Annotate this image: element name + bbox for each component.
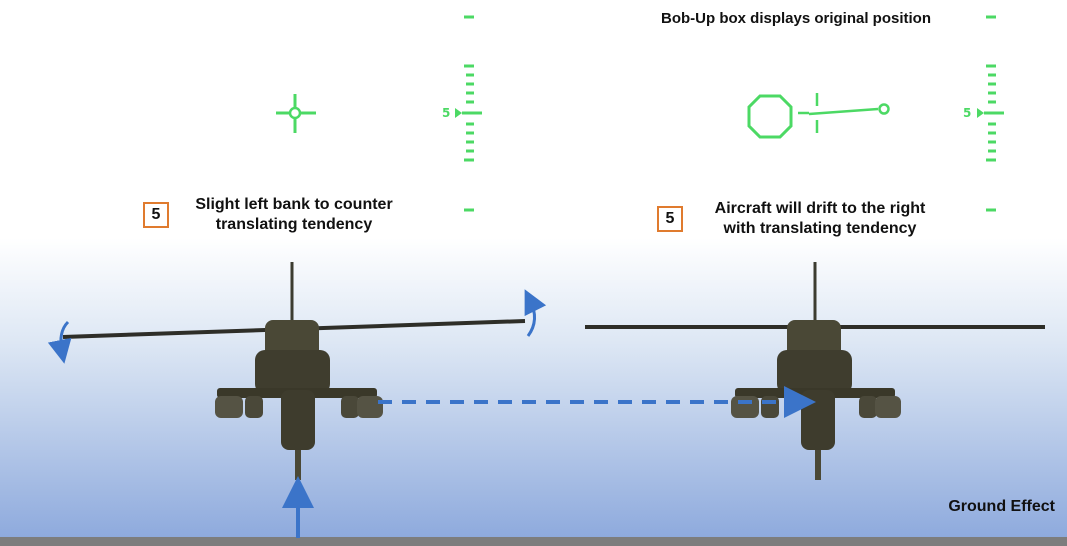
ground-effect-background (0, 238, 1067, 538)
right-caption-line2: with translating tendency (723, 220, 917, 237)
right-caption-line1: Aircraft will drift to the right (714, 200, 926, 217)
helicopter-icon (585, 262, 1045, 480)
right-scale-label: 5 (963, 106, 972, 120)
left-caption-line1: Slight left bank to counter (195, 196, 393, 213)
ground-effect-label: Ground Effect (948, 498, 1055, 515)
left-scale-pointer-icon (455, 108, 462, 118)
left-caption-line2: translating tendency (215, 216, 373, 233)
left-caption: Slight left bank to counter translating … (180, 195, 408, 235)
bob-up-caption: Bob-Up box displays original position (661, 10, 932, 27)
ground-strip (0, 537, 1067, 546)
rotation-arrow-icon (47, 320, 72, 364)
left-scale-label: 5 (442, 106, 451, 120)
bob-up-box-icon (747, 94, 793, 139)
right-caption: Aircraft will drift to the right with tr… (694, 199, 946, 239)
crosshair-icon (798, 93, 890, 133)
rotation-arrow-icon (524, 289, 547, 337)
left-altitude-scale (462, 15, 482, 212)
helicopter-icon (62, 262, 526, 480)
right-altitude-scale (984, 15, 1004, 212)
right-scale-pointer-icon (977, 108, 984, 118)
crosshair-icon (276, 94, 316, 133)
step-badge-right: 5 (657, 206, 683, 232)
step-badge-left: 5 (143, 202, 169, 228)
